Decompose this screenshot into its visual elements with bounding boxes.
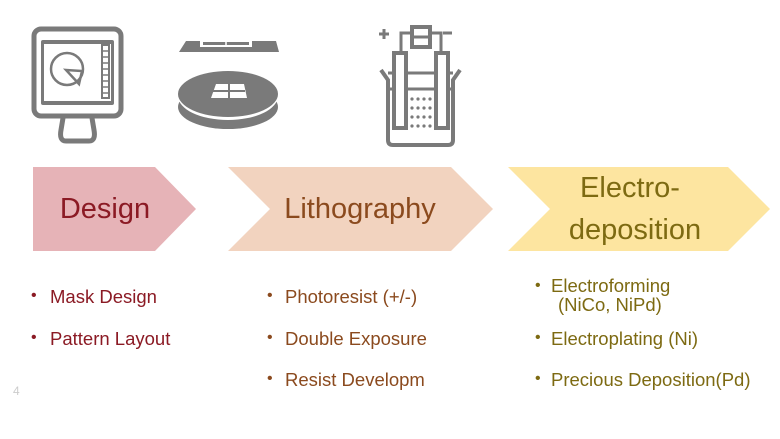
bullet-icon: • xyxy=(535,277,541,294)
bullet-text: Photoresist (+/-) xyxy=(285,286,418,307)
computer-monitor-icon xyxy=(31,26,124,144)
bullet-text: Electroforming xyxy=(551,275,671,296)
bullet-icon: • xyxy=(267,329,273,346)
stage-title-electro-line1: Electro- xyxy=(580,172,680,204)
electroplating-bath-icon xyxy=(379,25,462,147)
bullet-text: Pattern Layout xyxy=(50,328,171,349)
stage-title-lithography: Lithography xyxy=(284,193,436,225)
bullet-icon: • xyxy=(267,370,273,387)
bullet-text-continuation: (NiCo, NiPd) xyxy=(558,294,662,315)
wafer-mask-icon xyxy=(178,41,279,129)
lithography-chevron xyxy=(228,167,493,251)
design-chevron xyxy=(33,167,196,251)
bullet-icon: • xyxy=(31,329,37,346)
bullet-text: Resist Developm xyxy=(285,369,425,390)
electrodeposition-chevron xyxy=(508,167,770,251)
stage-title-design: Design xyxy=(59,193,151,225)
bullet-text: Mask Design xyxy=(50,286,157,307)
stage-title-electro-line2: deposition xyxy=(568,214,702,246)
bullet-icon: • xyxy=(31,287,37,304)
bullet-icon: • xyxy=(267,287,273,304)
bullet-icon: • xyxy=(535,370,541,387)
bullet-text: Double Exposure xyxy=(285,328,427,349)
bullet-text: Electroplating (Ni) xyxy=(551,328,699,349)
slide-number: 4 xyxy=(13,384,20,398)
bullet-icon: • xyxy=(535,329,541,346)
bullet-text: Precious Deposition(Pd) xyxy=(551,369,751,390)
